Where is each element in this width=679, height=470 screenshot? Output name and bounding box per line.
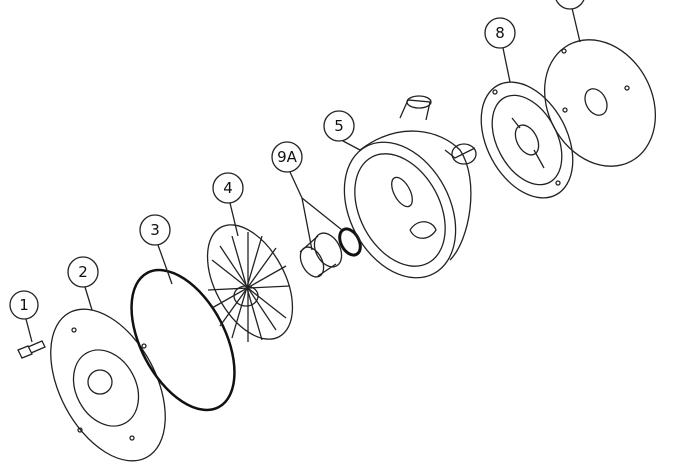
svg-text:4: 4 [223, 179, 233, 197]
part-back-plate [543, 39, 657, 167]
svg-text:1: 1 [19, 296, 29, 314]
part-8-diffuser [480, 81, 574, 199]
label-8: 8 [484, 17, 516, 49]
part-3-o-ring [130, 268, 236, 412]
part-2-cover-plate [50, 308, 166, 462]
svg-text:3: 3 [150, 221, 160, 239]
leader-lines [25, 7, 581, 343]
svg-text:5: 5 [334, 117, 344, 135]
part-5-pump-housing [343, 95, 477, 279]
label-4: 4 [212, 172, 244, 204]
svg-text:8: 8 [495, 24, 505, 42]
part-9a-seal [299, 227, 362, 278]
label-9a: 9A [271, 141, 303, 173]
part-4-impeller [206, 224, 294, 342]
label-1: 1 [9, 290, 39, 320]
part-1-bolt [17, 340, 46, 359]
label-2: 2 [67, 256, 99, 288]
svg-text:9A: 9A [277, 148, 298, 166]
svg-text:2: 2 [78, 263, 88, 281]
label-3: 3 [139, 214, 171, 246]
label-cut-off [555, 0, 585, 10]
label-5: 5 [323, 110, 355, 142]
